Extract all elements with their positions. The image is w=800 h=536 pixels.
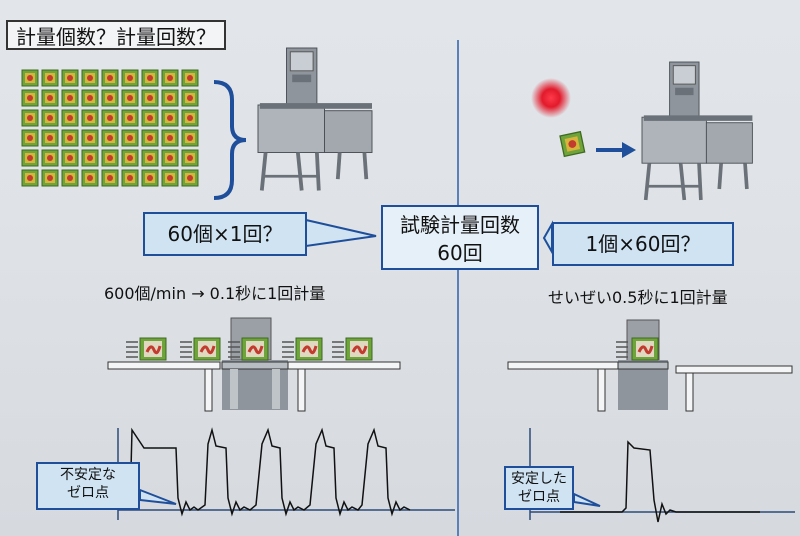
grid-package bbox=[81, 109, 99, 127]
grid-package bbox=[61, 69, 79, 87]
grid-package bbox=[161, 69, 179, 87]
conveyor-package bbox=[192, 336, 222, 362]
grid-package bbox=[121, 69, 139, 87]
grid-package bbox=[181, 89, 199, 107]
grid-package bbox=[121, 169, 139, 187]
grid-package bbox=[161, 149, 179, 167]
grid-package bbox=[21, 149, 39, 167]
grid-package bbox=[81, 89, 99, 107]
motion-lines-right bbox=[616, 341, 628, 358]
grid-package bbox=[181, 169, 199, 187]
center-box: 試験計量回数 60回 bbox=[381, 205, 539, 270]
grid-package bbox=[41, 169, 59, 187]
grid-package bbox=[141, 169, 159, 187]
grid-package bbox=[61, 149, 79, 167]
left-small-callout: 不安定な ゼロ点 bbox=[36, 462, 140, 510]
right-small-callout-pointer bbox=[573, 492, 601, 507]
grid-package bbox=[161, 89, 179, 107]
conveyor-package bbox=[344, 336, 374, 362]
grid-package bbox=[21, 129, 39, 147]
grid-package bbox=[81, 69, 99, 87]
grid-package bbox=[61, 109, 79, 127]
center-divider bbox=[457, 40, 459, 536]
grid-package bbox=[121, 89, 139, 107]
right-note: せいぜい0.5秒に1回計量 bbox=[548, 288, 728, 307]
left-callout: 60個×1回？ bbox=[143, 212, 307, 256]
conveyor-package bbox=[240, 336, 270, 362]
grid-package bbox=[61, 169, 79, 187]
grid-package bbox=[161, 109, 179, 127]
grid-package bbox=[61, 129, 79, 147]
right-small-callout: 安定した ゼロ点 bbox=[504, 466, 574, 510]
grid-package bbox=[121, 129, 139, 147]
center-line1: 試験計量回数 bbox=[400, 213, 520, 237]
grid-package bbox=[141, 149, 159, 167]
left-small-line2: ゼロ点 bbox=[67, 485, 109, 501]
grid-package bbox=[41, 129, 59, 147]
grid-package bbox=[101, 89, 119, 107]
conveyor-right bbox=[507, 319, 793, 412]
grid-package bbox=[101, 169, 119, 187]
grid-package bbox=[81, 149, 99, 167]
grid-package bbox=[21, 169, 39, 187]
right-callout-pointer bbox=[542, 220, 553, 256]
grid-package bbox=[141, 89, 159, 107]
grid-package bbox=[161, 129, 179, 147]
grid-package bbox=[41, 109, 59, 127]
grid-package bbox=[181, 149, 199, 167]
conveyor-package-right bbox=[630, 336, 660, 362]
conveyor-package bbox=[138, 336, 168, 362]
conveyor-packages-left bbox=[126, 336, 374, 362]
grid-package bbox=[161, 169, 179, 187]
grid-package bbox=[181, 129, 199, 147]
grid-package bbox=[41, 149, 59, 167]
grid-package bbox=[21, 109, 39, 127]
grid-package bbox=[141, 129, 159, 147]
checkweigher-machine-right bbox=[640, 60, 755, 202]
conveyor-package bbox=[294, 336, 324, 362]
left-callout-pointer bbox=[305, 218, 377, 248]
grid-package bbox=[101, 129, 119, 147]
grid-package bbox=[81, 129, 99, 147]
grid-package bbox=[41, 69, 59, 87]
grid-package bbox=[81, 169, 99, 187]
left-small-line1: 不安定な bbox=[60, 467, 116, 483]
grid-package bbox=[141, 109, 159, 127]
grid-package bbox=[21, 69, 39, 87]
left-small-callout-pointer bbox=[139, 488, 177, 505]
single-package bbox=[559, 131, 586, 157]
grid-package bbox=[121, 149, 139, 167]
left-note: 600個/min → 0.1秒に1回計量 bbox=[104, 284, 326, 303]
grouping-brace bbox=[213, 80, 247, 200]
package-grid bbox=[21, 69, 199, 187]
slide-title: 計量個数？計量回数？ bbox=[6, 20, 226, 50]
center-line2: 60回 bbox=[437, 241, 483, 265]
grid-package bbox=[61, 89, 79, 107]
conveyor-left bbox=[107, 317, 401, 412]
grid-package bbox=[101, 149, 119, 167]
right-small-line2: ゼロ点 bbox=[518, 489, 560, 505]
signal-trace-stable bbox=[560, 440, 760, 523]
grid-package bbox=[141, 69, 159, 87]
feed-arrow-head bbox=[622, 142, 636, 158]
grid-package bbox=[181, 109, 199, 127]
grid-package bbox=[41, 89, 59, 107]
checkweigher-machine-left bbox=[256, 46, 374, 193]
red-light bbox=[531, 78, 571, 118]
right-callout: 1個×60回？ bbox=[552, 222, 734, 266]
signal-trace-unstable bbox=[129, 427, 411, 517]
grid-package bbox=[101, 109, 119, 127]
grid-package bbox=[101, 69, 119, 87]
grid-package bbox=[21, 89, 39, 107]
right-small-line1: 安定した bbox=[511, 471, 567, 487]
grid-package bbox=[181, 69, 199, 87]
grid-package bbox=[121, 109, 139, 127]
